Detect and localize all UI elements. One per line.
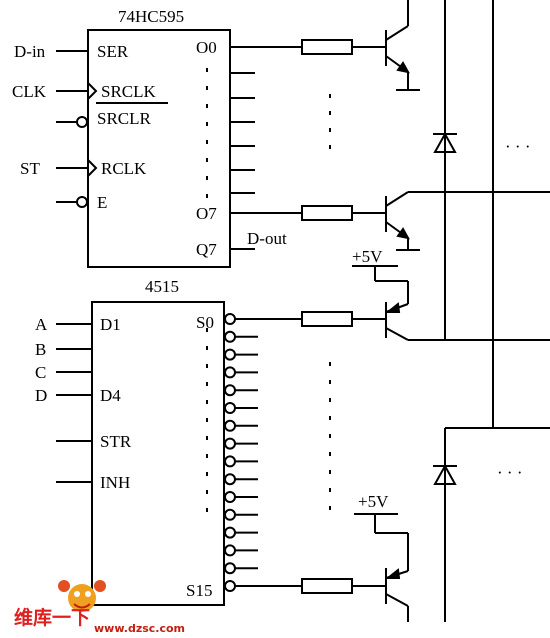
- o7-pin-label: O7: [196, 204, 217, 223]
- b-label: B: [35, 340, 46, 359]
- diode-bottom: [433, 463, 457, 485]
- watermark-text: 维库一下: [14, 606, 90, 629]
- s14-bubble: [224, 562, 236, 575]
- chip-74hc595-body: [87, 29, 231, 268]
- chip-4515-title: 4515: [145, 277, 179, 296]
- s1-bubble: [224, 330, 236, 343]
- rclk-clock-marker: [87, 159, 98, 177]
- chip-74hc595-title: 74HC595: [118, 7, 184, 26]
- chip-4515: [56, 301, 225, 606]
- clk-label: CLK: [12, 82, 47, 101]
- s8-bubble: [224, 455, 236, 468]
- supply-top-label: +5V: [352, 247, 383, 266]
- chip-4515-output-pins: [224, 313, 302, 592]
- transistor-s15-collector: [385, 593, 409, 607]
- diode-top: [433, 131, 457, 153]
- continuation-top: · · ·: [505, 137, 530, 156]
- watermark: 维库一下 www.dzsc.com: [14, 580, 185, 635]
- transistor-o0-collector: [385, 25, 409, 41]
- s12-bubble: [224, 526, 236, 539]
- transistor-o0-arrow: [396, 61, 410, 74]
- s15-bubble: [224, 580, 236, 592]
- transistor-s0-arrow: [385, 302, 401, 313]
- d4-pin-label: D4: [100, 386, 121, 405]
- e-pin-label: E: [97, 193, 107, 212]
- watermark-url: www.dzsc.com: [94, 622, 185, 635]
- supply-bottom-label: +5V: [358, 492, 389, 511]
- s9-bubble: [224, 473, 236, 486]
- resistor-s15: [301, 578, 353, 594]
- driver-network: [301, 0, 550, 622]
- d-in-label: D-in: [14, 42, 46, 61]
- d-label: D: [35, 386, 47, 405]
- s11-bubble: [224, 508, 236, 521]
- o0-pin-label: O0: [196, 38, 217, 57]
- inh-pin-label: INH: [100, 473, 130, 492]
- srclr-pin-label: SRCLR: [97, 109, 152, 128]
- s0-bubble: [224, 313, 236, 325]
- a-label: A: [35, 315, 48, 334]
- s6-bubble: [224, 419, 236, 432]
- ser-pin-label: SER: [97, 42, 129, 61]
- chip-74hc595: [56, 29, 302, 268]
- s4-bubble: [224, 384, 236, 397]
- srclr-bubble: [76, 116, 88, 128]
- q7-pin-label: Q7: [196, 240, 217, 259]
- transistor-o7-arrow: [396, 227, 410, 240]
- s0-pin-label: S0: [196, 313, 214, 332]
- str-pin-label: STR: [100, 432, 132, 451]
- mascot-logo-icon: [58, 580, 106, 612]
- resistor-o0: [301, 39, 353, 55]
- st-label: ST: [20, 159, 40, 178]
- srclk-clock-marker: [87, 82, 98, 100]
- e-bubble: [76, 196, 88, 208]
- srclk-pin-label: SRCLK: [101, 82, 157, 101]
- transistor-o7-collector: [385, 191, 409, 207]
- s15-pin-label: S15: [186, 581, 212, 600]
- transistor-s0-collector: [385, 327, 409, 341]
- s2-bubble: [224, 348, 236, 361]
- s3-bubble: [224, 366, 236, 379]
- s7-bubble: [224, 437, 236, 450]
- resistor-s0: [301, 311, 353, 327]
- rclk-pin-label: RCLK: [101, 159, 147, 178]
- continuation-bottom: · · ·: [497, 463, 522, 482]
- s5-bubble: [224, 402, 236, 414]
- s10-bubble: [224, 491, 236, 503]
- resistor-o7: [301, 205, 353, 221]
- d-out-label: D-out: [247, 229, 287, 248]
- chip-4515-body: [91, 301, 225, 606]
- d1-pin-label: D1: [100, 315, 121, 334]
- s13-bubble: [224, 544, 236, 557]
- c-label: C: [35, 363, 46, 382]
- transistor-s15-arrow: [385, 568, 401, 579]
